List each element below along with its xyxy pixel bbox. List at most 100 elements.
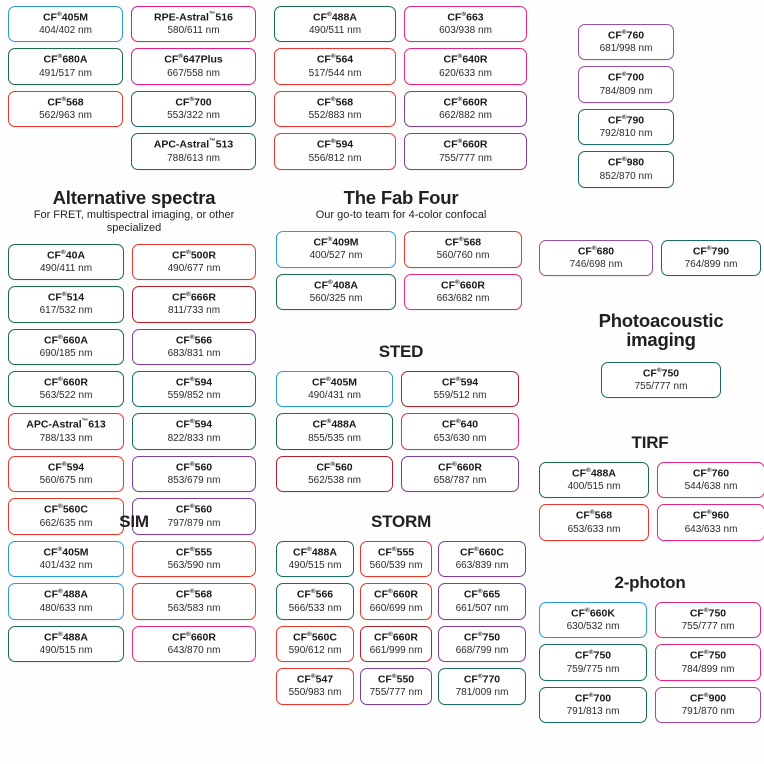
trademark-mark: ® <box>391 673 397 681</box>
dye-name: CF®488A <box>44 588 88 601</box>
dye-ex-em: 563/522 nm <box>39 390 93 402</box>
dye-name: CF®488A <box>572 466 616 480</box>
trademark-mark: ® <box>621 29 627 36</box>
trademark-mark: ® <box>189 545 195 553</box>
section-title: SIM <box>119 512 149 531</box>
trademark-mark: ® <box>330 460 336 468</box>
trademark-mark: ® <box>56 11 62 18</box>
dye-ex-em: 792/810 nm <box>599 128 653 140</box>
dye-ex-em: 755/777 nm <box>634 381 688 393</box>
dye-name: CF®660K <box>571 606 615 620</box>
trademark-mark: ® <box>477 630 483 638</box>
dye-name: CF®790 <box>607 113 645 127</box>
dye-ex-em: 662/635 nm <box>39 517 93 529</box>
dye-ex-em: 755/777 nm <box>439 152 492 164</box>
trademark-mark: ® <box>457 138 463 146</box>
dye-ex-em: 663/682 nm <box>436 292 490 304</box>
dye-ex-em: 781/009 nm <box>455 687 509 699</box>
dye-ex-em: 517/544 nm <box>308 67 362 79</box>
trademark-mark: ® <box>61 460 67 468</box>
dye-name: CF®700 <box>574 691 612 705</box>
trademark-mark: ® <box>189 503 195 511</box>
dye-ex-em: 553/322 nm <box>167 110 220 122</box>
dye-name: CF®594 <box>175 376 213 389</box>
